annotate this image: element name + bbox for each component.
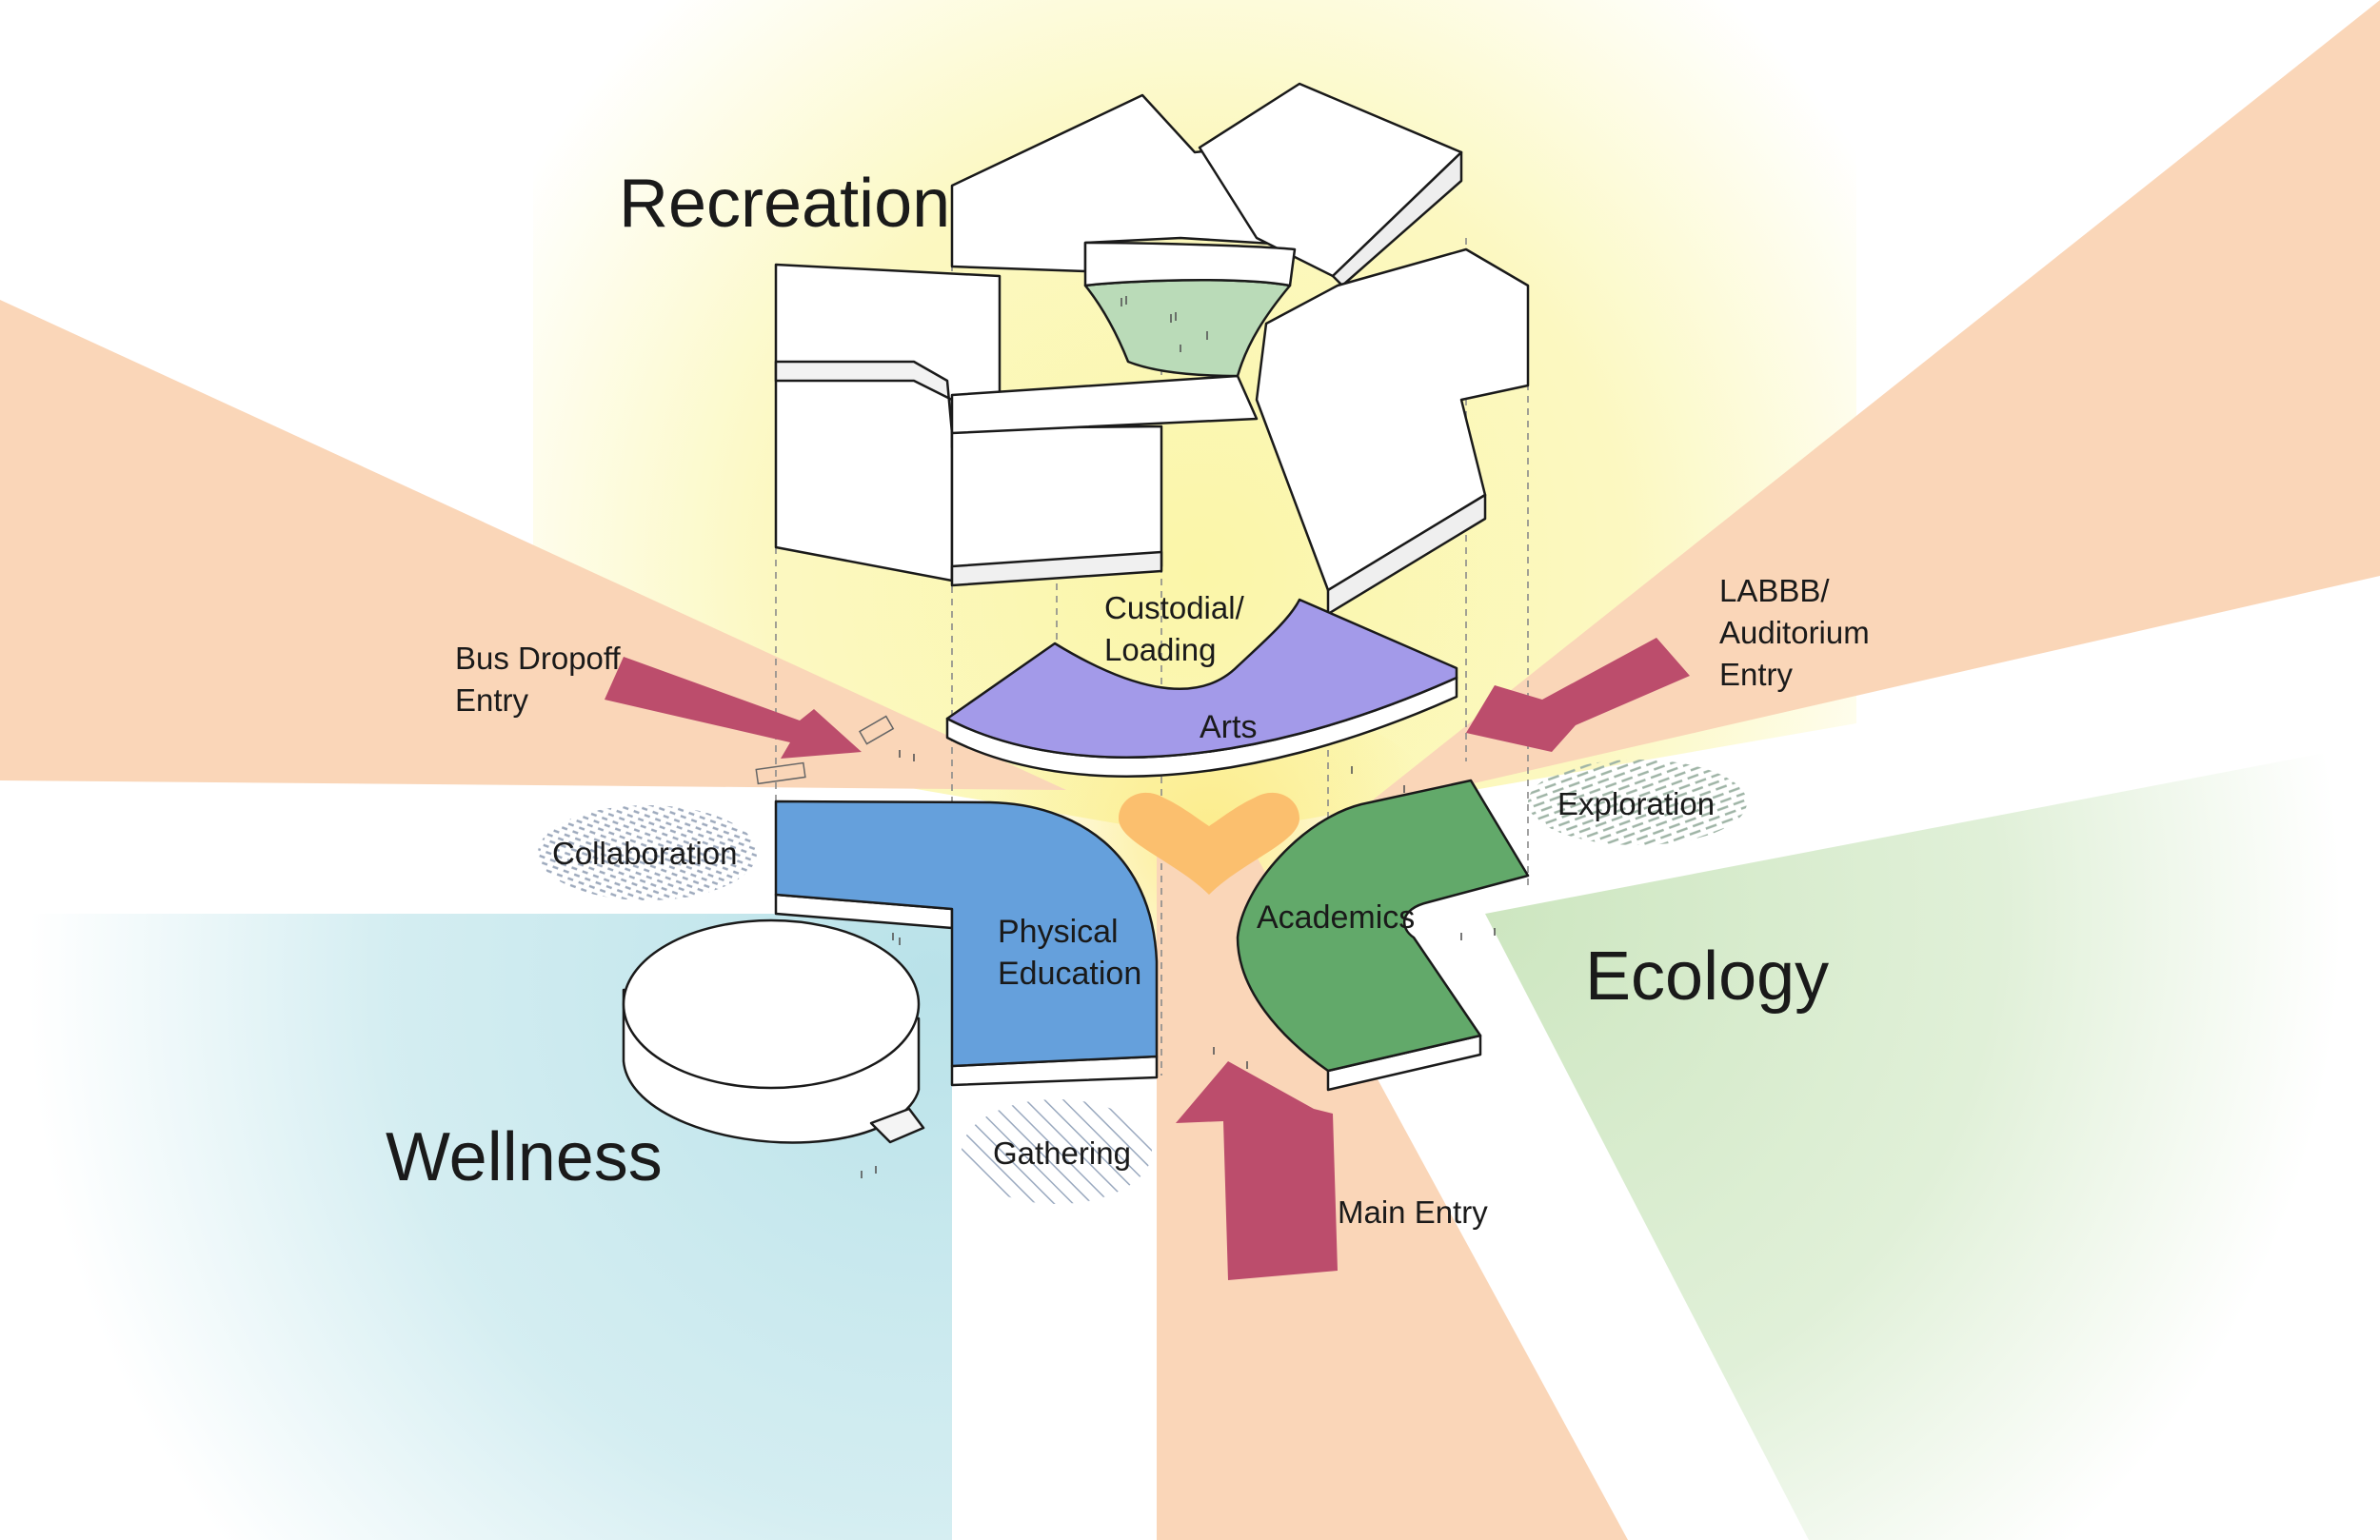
arts-slab-top xyxy=(945,598,1458,759)
collaboration-hatch xyxy=(538,805,757,900)
space-label-collaboration: Collaboration xyxy=(552,836,737,871)
upper-right-wing-side xyxy=(1326,493,1487,616)
entry-label-bus-dropoff: Bus Dropoff Entry xyxy=(455,641,629,718)
entry-label-labbb-auditorium: LABBB/ Auditorium Entry xyxy=(1719,573,1878,692)
space-label-gathering: Gathering xyxy=(993,1135,1131,1171)
labbb-entry-arrow-icon xyxy=(1466,638,1690,752)
labels: Recreation Wellness Ecology Arts Physica… xyxy=(386,166,1878,1230)
exploration-hatch xyxy=(1528,760,1747,845)
program-label-arts: Arts xyxy=(1200,709,1257,745)
upper-top-right-side xyxy=(1331,150,1463,287)
activity-spaces xyxy=(538,760,1747,1204)
upper-right-wing xyxy=(1255,247,1530,592)
bus-line-1: Bus Dropoff xyxy=(455,641,621,676)
entry-arrows xyxy=(605,638,1690,1280)
program-label-academics: Academics xyxy=(1257,899,1415,936)
wellness-drum-stair xyxy=(869,1107,925,1144)
courtyard-rim xyxy=(1083,241,1297,287)
physical-education-slab xyxy=(774,800,1159,1087)
upper-floor xyxy=(774,82,1530,616)
heart-icon xyxy=(1119,792,1299,895)
ecology-wash xyxy=(1485,742,2380,1540)
program-label-physical-education: Physical Education xyxy=(998,914,1141,992)
zone-label-wellness: Wellness xyxy=(386,1119,663,1195)
bus-dropoff-arrow-icon xyxy=(605,657,862,759)
ray-main xyxy=(1157,857,1628,1540)
arts-slab xyxy=(945,598,1458,778)
site-props xyxy=(755,715,1496,1178)
academics-slab-top xyxy=(1236,779,1530,1073)
labbb-line-3: Entry xyxy=(1719,657,1794,692)
ray-upper-left xyxy=(0,300,1066,790)
space-label-exploration: Exploration xyxy=(1557,786,1715,821)
bus-line-2: Entry xyxy=(455,682,529,718)
wellness-building xyxy=(622,918,925,1144)
labbb-line-1: LABBB/ xyxy=(1719,573,1830,608)
pe-slab-top xyxy=(774,800,1159,1068)
entry-label-main: Main Entry xyxy=(1338,1194,1488,1230)
academics-slab xyxy=(1236,779,1530,1092)
ray-right xyxy=(1361,0,2380,809)
pe-line-2: Education xyxy=(998,956,1141,992)
pe-line-1: Physical xyxy=(998,914,1119,950)
zone-label-recreation: Recreation xyxy=(619,166,950,242)
upper-lower-block-side xyxy=(950,550,1163,587)
labbb-line-2: Auditorium xyxy=(1719,615,1870,650)
courtyard-grass xyxy=(1121,296,1208,352)
wellness-drum-top xyxy=(622,918,921,1090)
upper-connector xyxy=(950,374,1259,435)
main-entry-arrow-icon xyxy=(1176,1061,1338,1280)
custodial-line-1: Custodial/ xyxy=(1104,590,1245,625)
entry-label-custodial-loading: Custodial/ Loading xyxy=(1104,590,1253,667)
custodial-line-2: Loading xyxy=(1104,632,1216,667)
zone-label-ecology: Ecology xyxy=(1585,938,1829,1015)
gathering-hatch xyxy=(962,1099,1152,1204)
